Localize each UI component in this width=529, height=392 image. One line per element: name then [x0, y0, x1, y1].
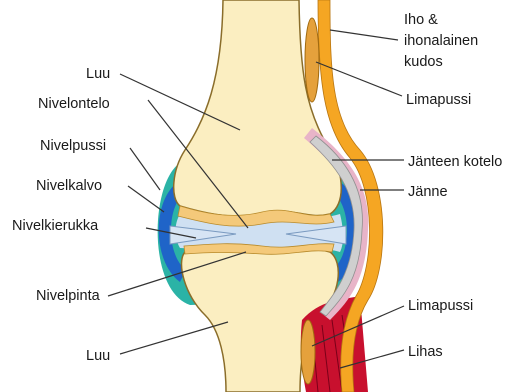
leader-nivelpussi [130, 148, 160, 190]
label-iho-line3: kudos [404, 54, 443, 70]
label-iho-line1: Iho & [404, 12, 438, 28]
label-nivelontelo: Nivelontelo [38, 96, 110, 112]
leader-luu-bottom [120, 322, 228, 354]
label-luu-bottom: Luu [86, 348, 110, 364]
label-janteen-kotelo: Jänteen kotelo [408, 154, 502, 170]
bursa-top [305, 18, 319, 102]
leader-iho [330, 30, 398, 40]
label-nivelkalvo: Nivelkalvo [36, 178, 102, 194]
bursa-bottom [301, 320, 315, 384]
label-lihas: Lihas [408, 344, 443, 360]
label-janne: Jänne [408, 184, 448, 200]
label-iho-line2: ihonalainen [404, 33, 478, 49]
label-nivelkierukka: Nivelkierukka [12, 218, 99, 234]
label-limapussi-bottom: Limapussi [408, 298, 473, 314]
label-nivelpinta: Nivelpinta [36, 288, 101, 304]
leader-nivelkalvo [128, 186, 164, 212]
label-luu-top: Luu [86, 66, 110, 82]
label-nivelpussi: Nivelpussi [40, 138, 106, 154]
label-limapussi-top: Limapussi [406, 92, 471, 108]
